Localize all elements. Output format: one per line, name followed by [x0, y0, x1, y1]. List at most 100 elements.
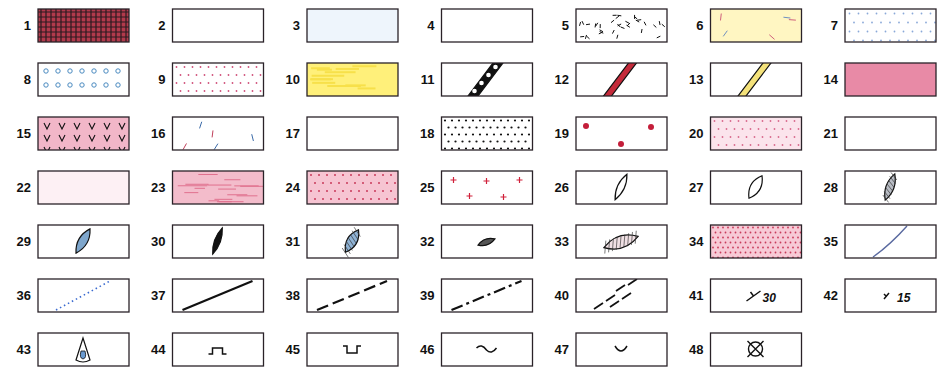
- legend-number: 33: [555, 235, 569, 248]
- legend-swatch: [38, 117, 129, 153]
- legend-number: 5: [562, 19, 569, 32]
- legend-number: 30: [151, 235, 165, 248]
- legend-swatch: [307, 117, 398, 150]
- legend-number: 36: [17, 289, 31, 302]
- legend-swatch: [38, 9, 129, 42]
- legend-swatch: [38, 225, 129, 258]
- legend-swatch: [442, 279, 533, 312]
- legend-swatch: [307, 9, 398, 42]
- legend-swatch: [845, 225, 936, 258]
- legend-swatch: [38, 333, 129, 366]
- legend-number: 25: [420, 181, 434, 194]
- legend-swatch: [442, 117, 533, 150]
- legend-swatch: [442, 61, 533, 98]
- legend-number: 23: [151, 181, 165, 194]
- legend-number: 39: [420, 289, 434, 302]
- legend-swatch: [307, 279, 398, 312]
- legend-number: 10: [286, 73, 300, 86]
- legend-swatch: [576, 117, 667, 150]
- legend-swatch: [38, 279, 129, 312]
- legend-number: 48: [689, 343, 703, 356]
- legend-number: 35: [824, 235, 838, 248]
- legend-swatch: [576, 9, 667, 42]
- legend-number: 1: [24, 19, 31, 32]
- legend-swatch: [711, 279, 802, 312]
- legend-number: 38: [286, 289, 300, 302]
- legend-number: 29: [17, 235, 31, 248]
- legend-swatch: [173, 171, 268, 204]
- legend-number: 28: [824, 181, 838, 194]
- legend-swatch: [307, 225, 398, 258]
- legend-swatch: [173, 225, 264, 258]
- legend-number: 40: [555, 289, 569, 302]
- legend-number: 8: [24, 73, 31, 86]
- legend-number: 12: [555, 73, 569, 86]
- legend-swatch: [711, 9, 802, 42]
- legend-swatch: [442, 9, 533, 42]
- legend-number: 3: [293, 19, 300, 32]
- legend-number: 20: [689, 127, 703, 140]
- legend-swatch: [576, 333, 667, 366]
- legend-swatch: [845, 63, 936, 96]
- legend-number: 37: [151, 289, 165, 302]
- legend-number: 32: [420, 235, 434, 248]
- legend-number: 41: [689, 289, 703, 302]
- legend-number: 47: [555, 343, 569, 356]
- legend-number: 42: [824, 289, 838, 302]
- legend-swatch: [576, 61, 667, 98]
- legend-swatch: [173, 117, 264, 150]
- legend-swatch: [845, 9, 936, 42]
- legend-swatch: [173, 333, 264, 366]
- legend-number: 2: [158, 19, 165, 32]
- legend-swatch: [845, 171, 936, 204]
- legend-swatch: [711, 333, 802, 366]
- legend-number: 4: [427, 19, 434, 32]
- legend-number: 46: [420, 343, 434, 356]
- legend-number: 9: [158, 73, 165, 86]
- legend-number: 15: [17, 127, 31, 140]
- legend-number: 27: [689, 181, 703, 194]
- legend-number: 6: [696, 19, 703, 32]
- legend-swatch: [38, 171, 129, 204]
- legend-number: 31: [286, 235, 300, 248]
- legend-swatch: [173, 279, 264, 312]
- legend-number: 16: [151, 127, 165, 140]
- legend-swatch: [711, 171, 802, 204]
- legend-swatch: [576, 171, 667, 204]
- legend-swatch: [711, 225, 802, 258]
- dip-value: 30: [763, 292, 776, 304]
- legend-swatch: [711, 117, 802, 150]
- legend-number: 17: [286, 127, 300, 140]
- legend-number: 18: [420, 127, 434, 140]
- legend-number: 13: [689, 73, 703, 86]
- legend-swatch: [173, 63, 264, 96]
- legend-swatch: [845, 117, 936, 150]
- legend-swatch: [38, 63, 129, 96]
- legend-swatch: [307, 333, 398, 366]
- legend-swatch: [173, 9, 264, 42]
- legend-number: 45: [286, 343, 300, 356]
- legend-swatch: [576, 225, 667, 258]
- legend-number: 21: [824, 127, 838, 140]
- legend-number: 24: [286, 181, 300, 194]
- legend-number: 26: [555, 181, 569, 194]
- legend-number: 14: [824, 73, 838, 86]
- legend-swatch: [711, 61, 802, 98]
- legend-number: 44: [151, 343, 165, 356]
- legend-swatch: [845, 279, 936, 312]
- legend-swatch: [442, 333, 533, 366]
- legend-number: 22: [17, 181, 31, 194]
- legend-swatch: [442, 225, 533, 258]
- dip-value: 15: [897, 292, 910, 304]
- legend-swatch: [307, 171, 398, 204]
- legend-swatch: [307, 63, 398, 96]
- legend-number: 11: [421, 73, 435, 86]
- legend-swatch: [442, 171, 533, 204]
- legend-number: 34: [689, 235, 703, 248]
- legend-number: 43: [17, 343, 31, 356]
- legend-number: 19: [555, 127, 569, 140]
- legend-number: 7: [831, 19, 838, 32]
- legend-swatch: [576, 279, 667, 312]
